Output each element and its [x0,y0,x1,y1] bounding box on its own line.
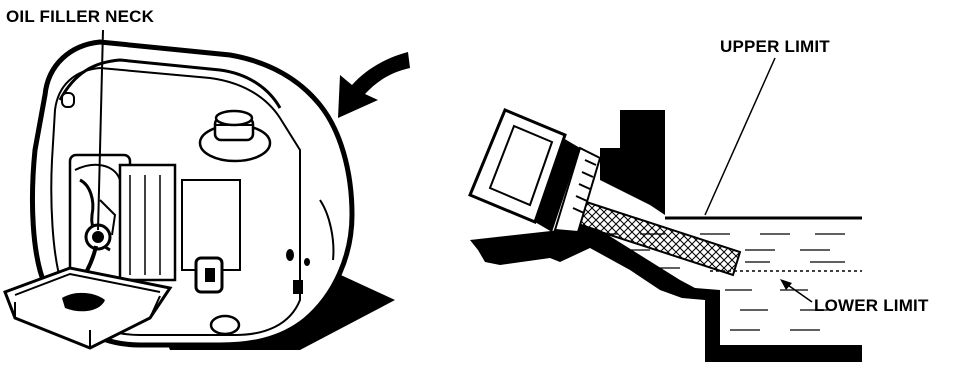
oil-filler-neck-label: OIL FILLER NECK [6,7,154,27]
dipstick-cross-section [470,58,862,362]
lower-limit-label: LOWER LIMIT [814,296,929,316]
upper-limit-leader [705,58,775,215]
upper-limit-label: UPPER LIMIT [720,37,830,57]
lower-limit-arrowhead [780,279,792,290]
rotate-arrow-icon [338,52,410,118]
dipstick-cap-icon [470,110,600,232]
generator-illustration [5,30,410,350]
